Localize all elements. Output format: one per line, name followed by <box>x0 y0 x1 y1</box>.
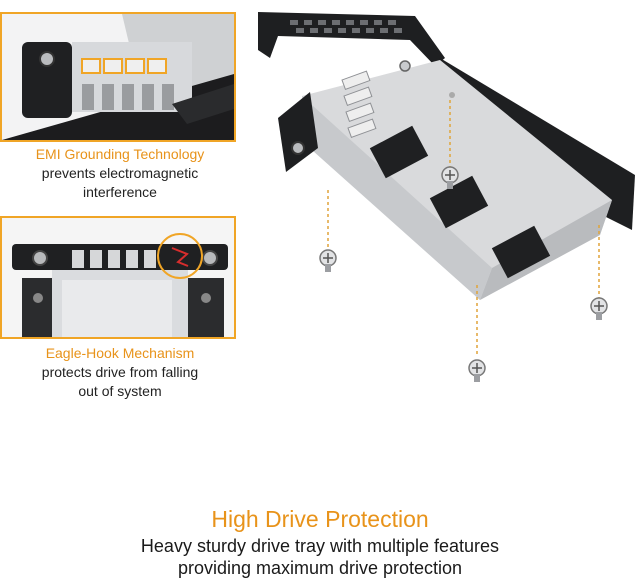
eagle-hook-desc-line2: out of system <box>78 383 162 399</box>
emi-closeup-drawing <box>2 14 234 140</box>
footer-description: Heavy sturdy drive tray with multiple fe… <box>0 535 640 579</box>
screw-icon <box>590 297 608 320</box>
eagle-hook-caption: Eagle-Hook Mechanism protects drive from… <box>0 344 240 401</box>
eagle-hook-title: Eagle-Hook Mechanism <box>45 345 195 361</box>
footer-desc-line2: providing maximum drive protection <box>177 558 463 578</box>
emi-desc-line1: prevents electromagnetic <box>41 165 199 181</box>
eagle-hook-desc-line1: protects drive from falling <box>41 364 199 380</box>
screw-icon <box>319 249 337 272</box>
screw-icon <box>468 359 486 382</box>
eagle-hook-closeup-drawing <box>2 218 234 337</box>
drive-tray-illustration <box>240 0 640 400</box>
footer-desc-line1: Heavy sturdy drive tray with multiple fe… <box>140 536 500 556</box>
screw-icon <box>441 166 459 189</box>
eagle-hook-closeup-image <box>0 216 236 339</box>
emi-title: EMI Grounding Technology <box>35 146 205 162</box>
emi-desc-line2: interference <box>83 184 157 200</box>
emi-caption: EMI Grounding Technology prevents electr… <box>0 145 240 202</box>
drive-tray-drawing <box>258 12 635 382</box>
emi-closeup-image <box>0 12 236 142</box>
footer-title: High Drive Protection <box>211 506 429 532</box>
